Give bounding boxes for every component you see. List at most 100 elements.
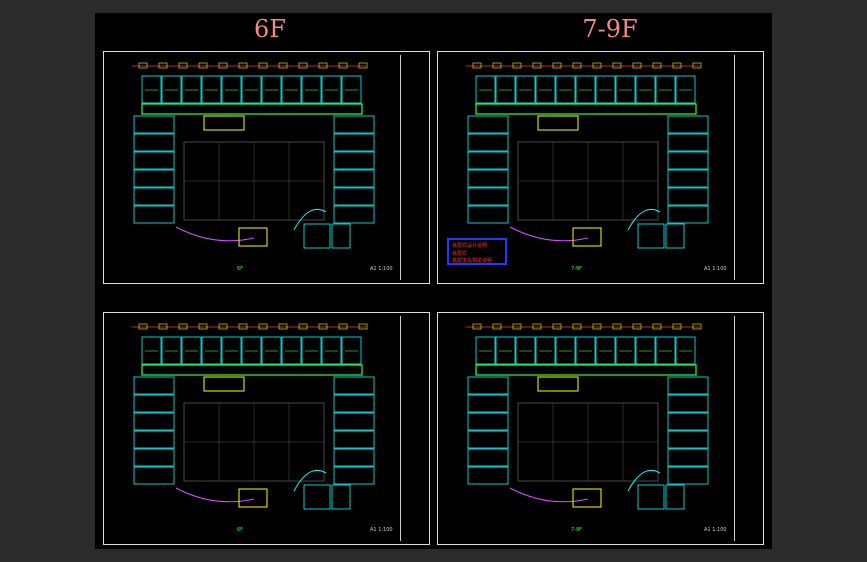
room-tag: [612, 323, 622, 330]
room: [675, 75, 696, 104]
room: [133, 466, 175, 485]
room: [555, 75, 576, 104]
room-tag: [472, 62, 482, 69]
room: [181, 75, 202, 104]
room: [133, 133, 175, 152]
room: [221, 75, 242, 104]
room: [133, 187, 175, 206]
room: [333, 133, 375, 152]
room: [475, 75, 496, 104]
sheet-6f-lower[interactable]: 6F A1 1:100: [103, 312, 430, 545]
room: [161, 75, 182, 104]
room: [333, 430, 375, 449]
room: [333, 412, 375, 431]
room: [321, 75, 342, 104]
room: [467, 466, 509, 485]
room: [201, 336, 222, 365]
room-tag: [592, 62, 602, 69]
room-tag: [692, 62, 702, 69]
room-tag: [572, 62, 582, 69]
room: [341, 336, 362, 365]
room-tag: [178, 62, 188, 69]
room: [241, 75, 262, 104]
lobby-block: [572, 227, 602, 247]
sheet-scale: A1 1:100: [370, 266, 393, 272]
room-tag: [652, 62, 662, 69]
room: [675, 336, 696, 365]
sheet-7-9f-lower[interactable]: 7-9F A1 1:100: [437, 312, 764, 545]
room: [515, 336, 536, 365]
room-tag: [238, 323, 248, 330]
title-block: [400, 316, 426, 541]
room-tag: [552, 62, 562, 69]
room: [467, 394, 509, 413]
room-tag: [532, 323, 542, 330]
stair-block: [331, 484, 351, 510]
room: [333, 205, 375, 224]
room: [467, 133, 509, 152]
room-tag: [238, 62, 248, 69]
room-tag: [652, 323, 662, 330]
room-tag: [632, 62, 642, 69]
room: [341, 75, 362, 104]
sheet-6f-upper[interactable]: 6F A1 1:100: [103, 51, 430, 284]
room: [667, 394, 709, 413]
stair-block: [331, 223, 351, 249]
room: [333, 376, 375, 395]
room: [181, 336, 202, 365]
floor-plan: [132, 323, 375, 510]
room-tag: [258, 62, 268, 69]
stair-block: [665, 223, 685, 249]
room: [133, 376, 175, 395]
room: [281, 336, 302, 365]
room-tag: [338, 62, 348, 69]
room: [535, 75, 556, 104]
sheet-title: 7-9F: [571, 527, 583, 533]
curved-facade: [509, 487, 589, 503]
room: [667, 466, 709, 485]
core: [537, 376, 579, 392]
room: [333, 394, 375, 413]
room: [333, 187, 375, 206]
room: [467, 115, 509, 134]
floor-label-7-9f: 7-9F: [582, 15, 638, 43]
room: [615, 75, 636, 104]
revision-stamp: 装配式设计说明 装配式 装配率及相关说明: [447, 238, 507, 265]
room: [467, 205, 509, 224]
curved-facade: [627, 208, 661, 231]
stamp-line: 装配式: [452, 251, 468, 257]
floor-plan: [132, 62, 375, 249]
room-tag: [672, 62, 682, 69]
curved-facade: [293, 208, 327, 231]
room-tag: [258, 323, 268, 330]
drawing-canvas[interactable]: 6F 7-9F 6F A1 1:100 装配式设计说明 装配式 装配率及相关说明…: [95, 13, 772, 549]
lobby-block: [238, 227, 268, 247]
room: [321, 336, 342, 365]
room: [133, 169, 175, 188]
room-tag: [158, 323, 168, 330]
room: [161, 336, 182, 365]
room-tag: [218, 323, 228, 330]
curved-facade: [509, 226, 589, 242]
room: [667, 430, 709, 449]
room: [667, 115, 709, 134]
room: [467, 376, 509, 395]
room: [333, 448, 375, 467]
room: [667, 376, 709, 395]
room-tag: [298, 62, 308, 69]
room: [241, 336, 262, 365]
room-tag: [492, 323, 502, 330]
room-tag: [318, 62, 328, 69]
room: [535, 336, 556, 365]
corridor: [475, 103, 697, 115]
room-tag: [692, 323, 702, 330]
room-tag: [632, 323, 642, 330]
sheet-7-9f-upper[interactable]: 装配式设计说明 装配式 装配率及相关说明 7-9F A1 1:100: [437, 51, 764, 284]
room-tag: [592, 323, 602, 330]
room: [133, 205, 175, 224]
room: [261, 336, 282, 365]
sheet-scale: A1 1:100: [370, 527, 393, 533]
room-tag: [198, 62, 208, 69]
room: [615, 336, 636, 365]
room: [667, 187, 709, 206]
